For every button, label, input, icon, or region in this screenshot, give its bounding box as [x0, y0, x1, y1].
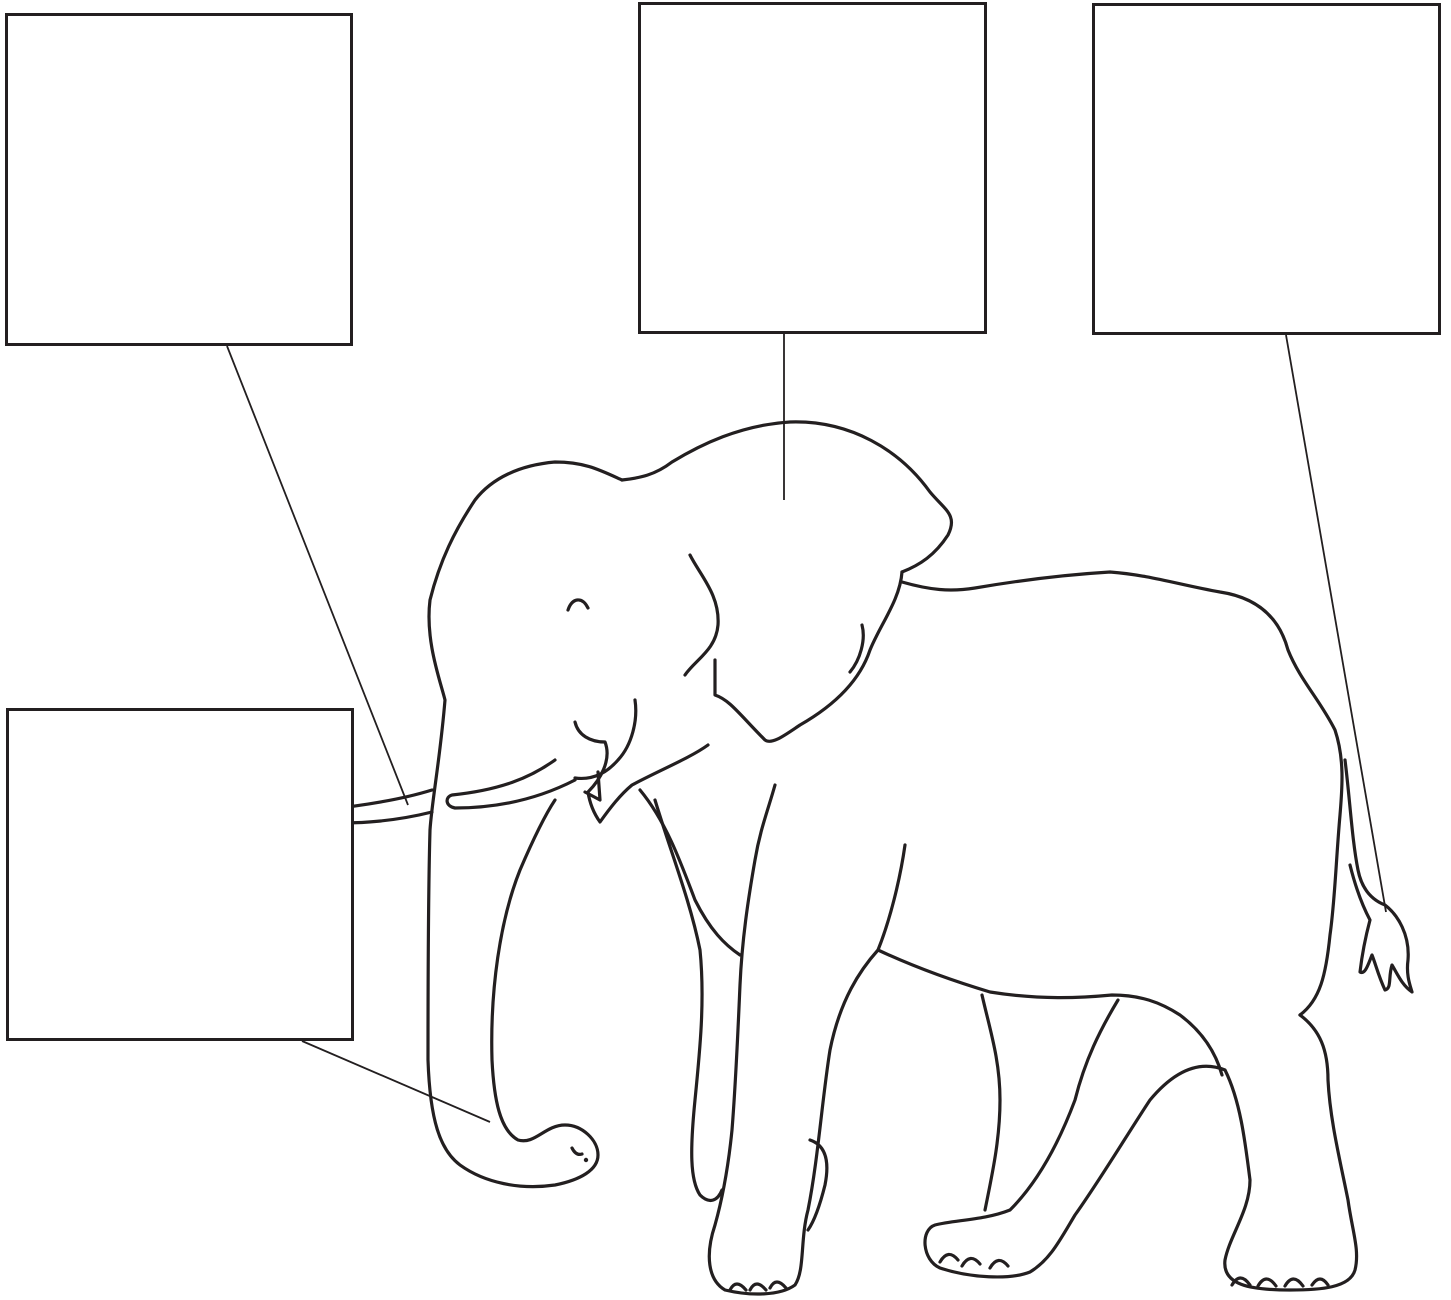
label-box-tusk[interactable] — [5, 13, 353, 346]
elephant-back-leg-near — [925, 1000, 1357, 1290]
elephant-eye — [568, 600, 588, 610]
trunk-nostril-2 — [584, 1158, 588, 1162]
leader-line-tail — [1286, 335, 1386, 912]
elephant-shoulder-wrinkle — [850, 625, 863, 672]
elephant-belly — [878, 950, 1222, 1075]
elephant-front-leg-near-inner — [640, 790, 740, 955]
elephant-head-outline — [428, 462, 622, 1187]
elephant-mouth — [575, 722, 708, 822]
elephant-back-leg-far — [982, 995, 1000, 1210]
elephant-ear-outline — [715, 572, 902, 741]
trunk-nostril — [572, 1148, 582, 1154]
label-box-tail[interactable] — [1092, 3, 1441, 335]
elephant-front-leg-near — [709, 785, 905, 1294]
elephant-tail — [1345, 760, 1412, 992]
elephant-ear-fold — [685, 555, 718, 675]
leader-line-trunk — [302, 1041, 490, 1122]
label-box-trunk[interactable] — [6, 708, 354, 1041]
elephant-front-leg-far — [655, 800, 722, 1200]
label-box-ear[interactable] — [638, 2, 987, 334]
elephant-head-top — [622, 422, 952, 572]
elephant-back — [902, 572, 1342, 1015]
